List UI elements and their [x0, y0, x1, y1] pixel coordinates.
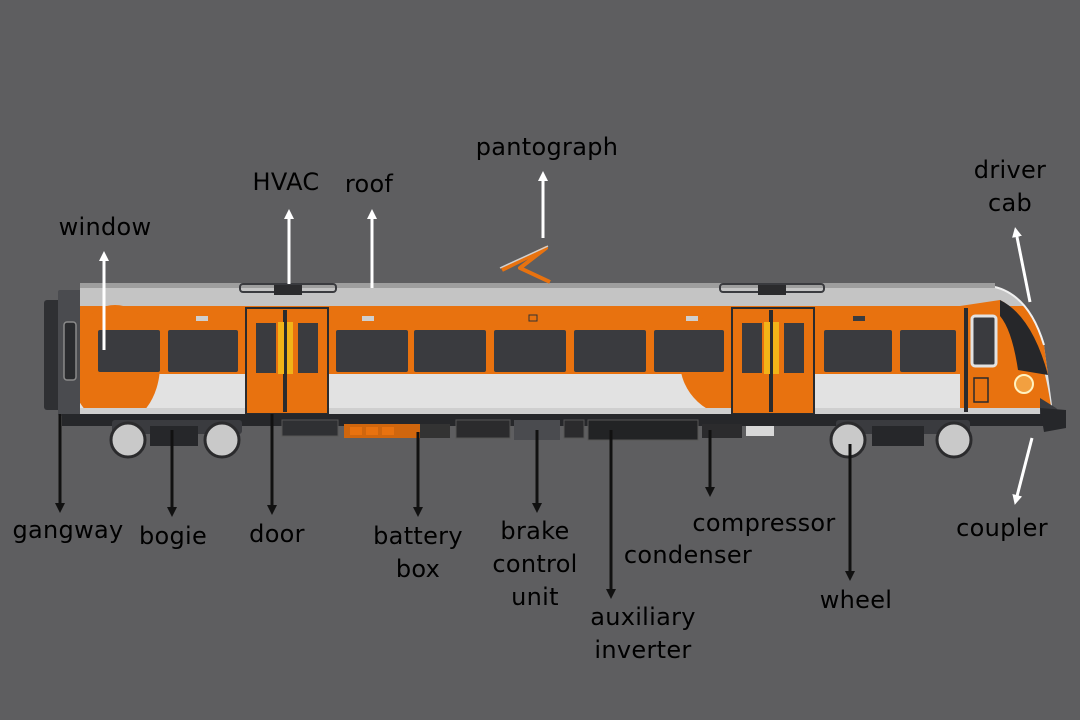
- coupler-label: coupler: [956, 514, 1048, 542]
- hvac-unit-2: [719, 283, 825, 295]
- door-right: [731, 307, 815, 415]
- driver-cab-arrow: [1012, 227, 1032, 303]
- brake-control-unit-label: brake control unit: [492, 517, 578, 611]
- gangway-label: gangway: [12, 516, 124, 544]
- hvac-label: HVAC: [252, 168, 320, 196]
- door-left: [245, 307, 329, 415]
- window-label: window: [58, 213, 152, 241]
- arrows-down: [55, 414, 855, 599]
- driver-cab-label: driver cab: [973, 156, 1047, 217]
- arrows-up: [99, 171, 1034, 505]
- wheel-label: wheel: [819, 586, 893, 614]
- battery-box-label: battery box: [373, 522, 463, 583]
- bogie-label: bogie: [138, 522, 208, 550]
- pantograph: [499, 245, 551, 284]
- pantograph-label: pantograph: [475, 133, 619, 161]
- coupler-arrow: [1012, 437, 1034, 505]
- compressor-label: compressor: [692, 509, 836, 537]
- auxiliary-inverter-label: auxiliary inverter: [590, 603, 696, 664]
- bogie-front: [829, 420, 973, 459]
- auxiliary-inverter: [587, 419, 699, 441]
- roof-label: roof: [344, 170, 394, 198]
- gangway: [44, 290, 82, 416]
- windows: [98, 330, 956, 372]
- door-label: door: [249, 520, 305, 548]
- condenser-label: condenser: [623, 541, 753, 569]
- bogie-rear: [109, 420, 242, 459]
- underframe: [62, 408, 1066, 441]
- driver-cab: [964, 300, 1062, 414]
- compressor-condenser: [702, 424, 774, 438]
- battery-box: [344, 424, 450, 438]
